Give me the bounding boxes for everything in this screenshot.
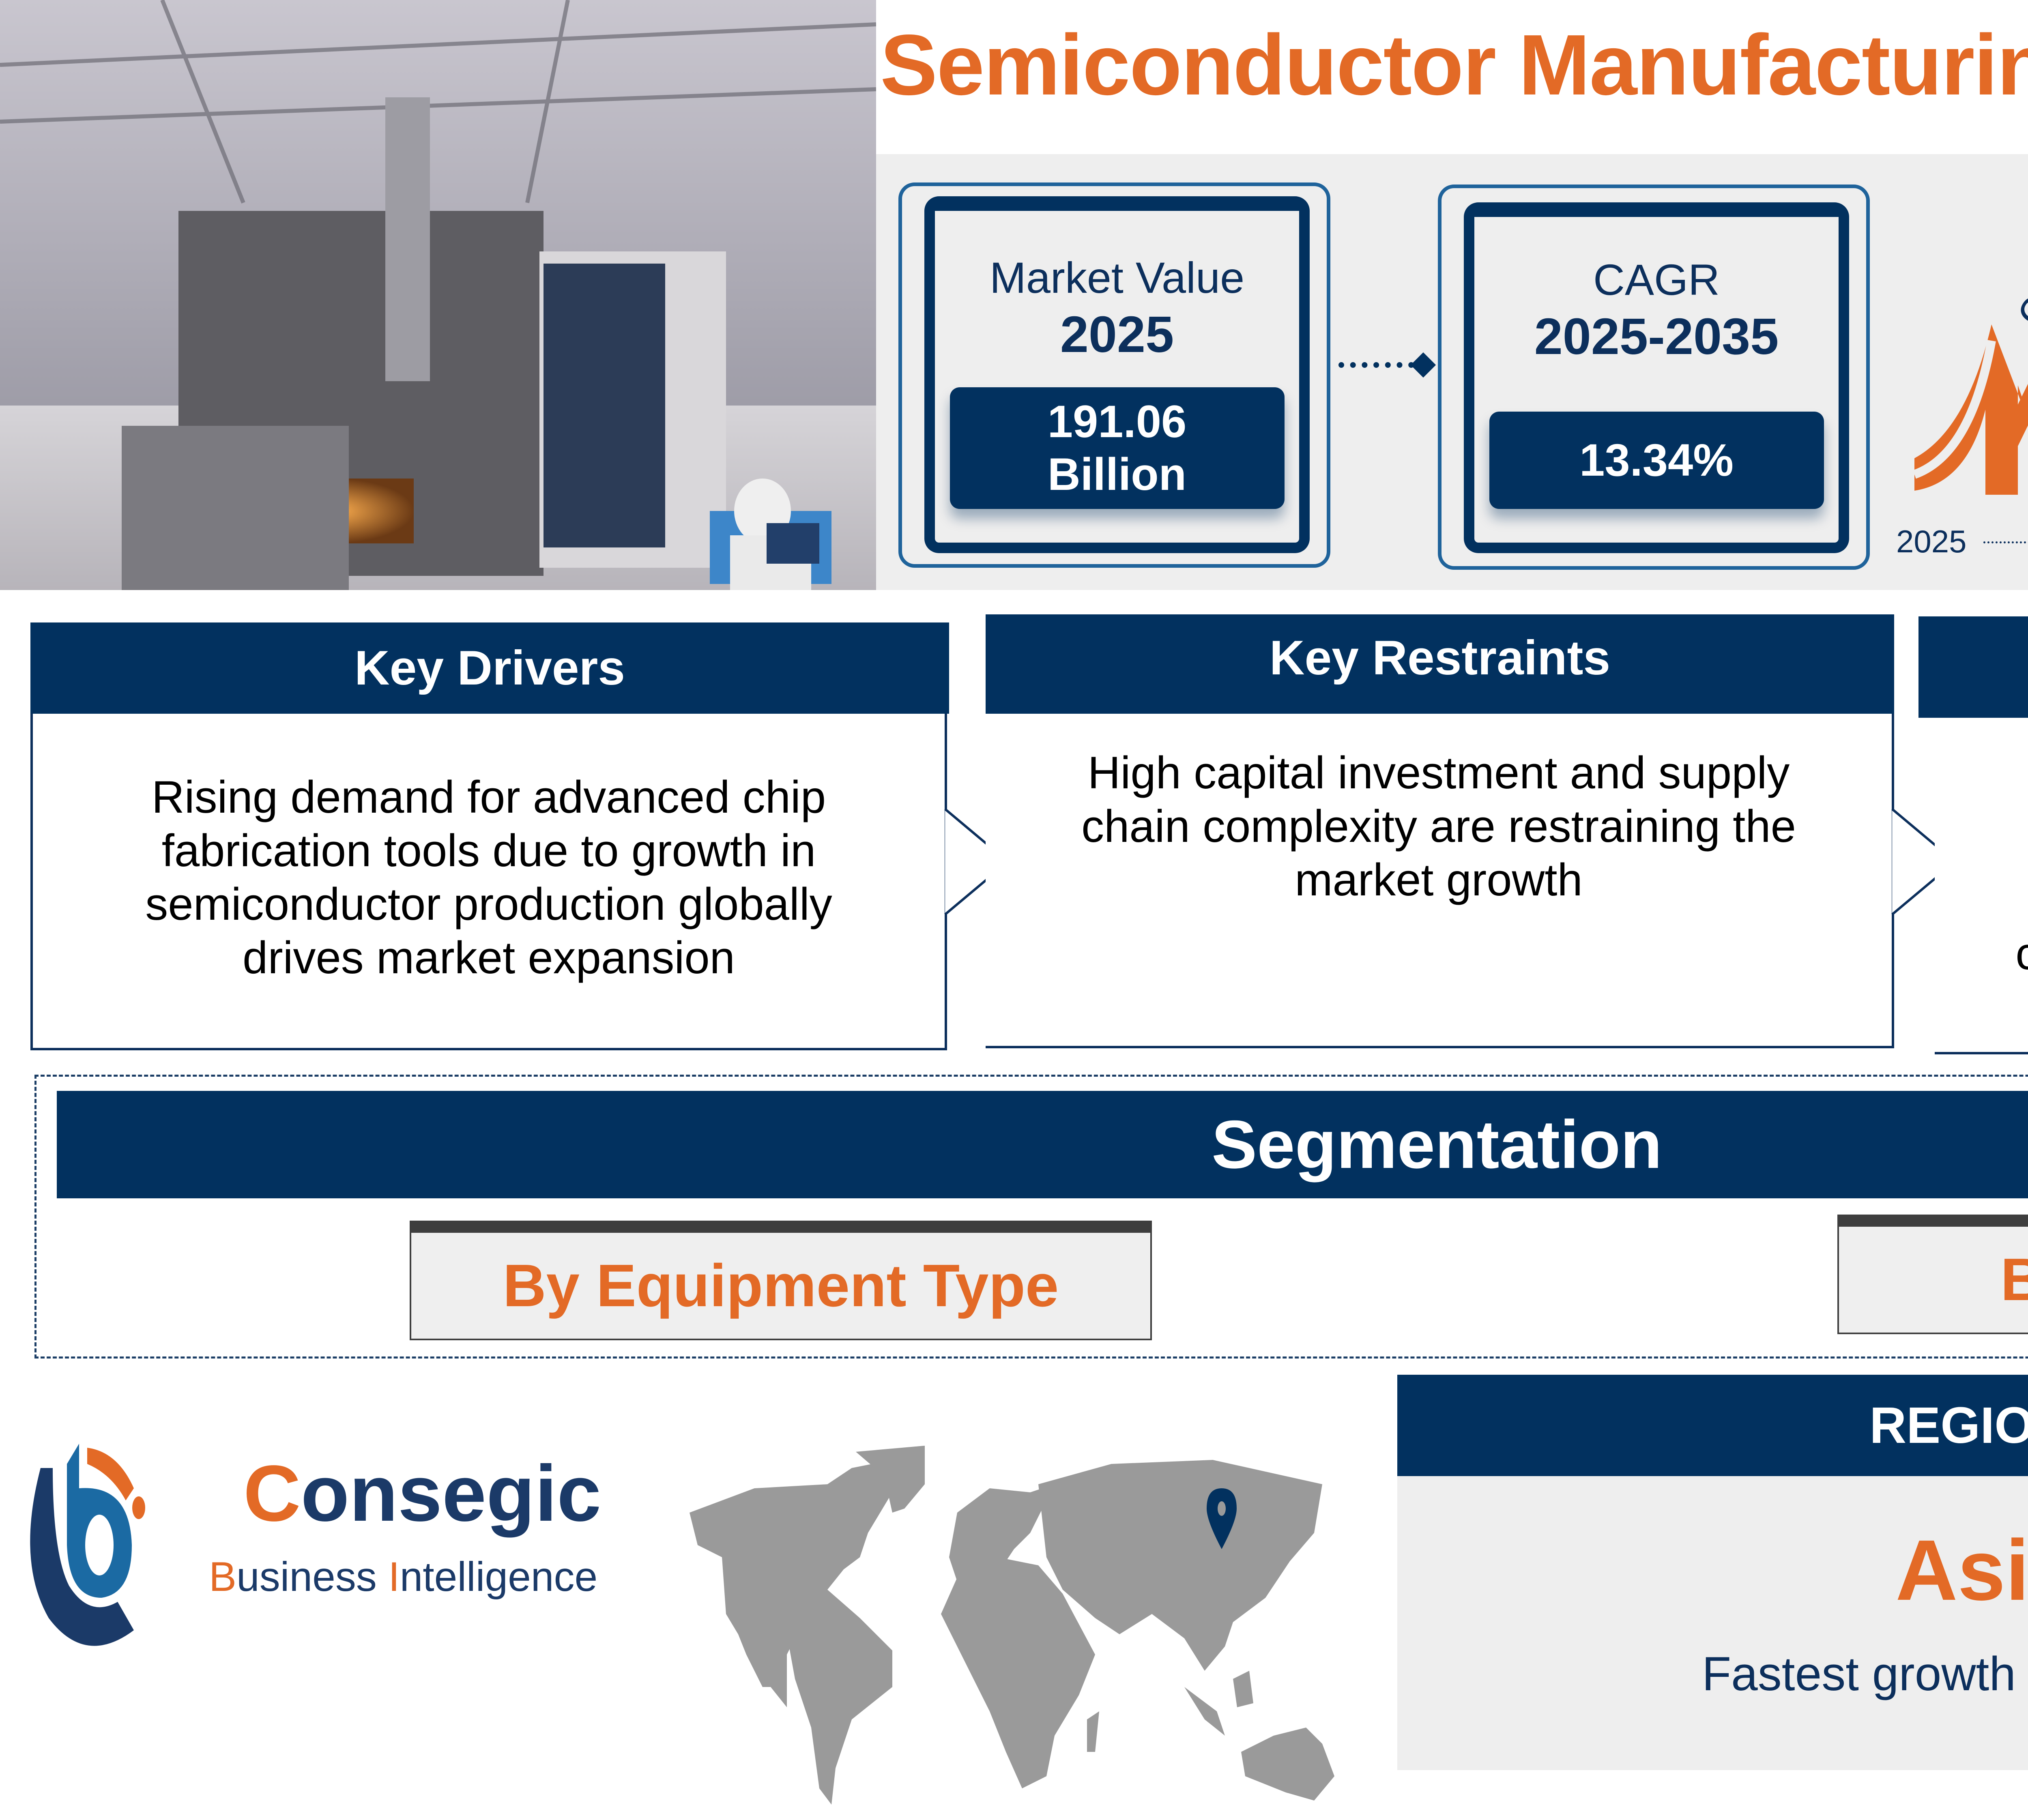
- key-restraints-panel: Key Restraints High capital investment a…: [986, 614, 1957, 1048]
- market-value-2025-amount: 191.06: [1047, 396, 1187, 447]
- regional-analysis-body: Asia Pacific Fastest growth during the f…: [1397, 1476, 2028, 1770]
- segment-by-equipment-type-button[interactable]: By Equipment Type: [410, 1221, 1152, 1340]
- future-opportunities-header: Future Opportunities: [1918, 616, 2028, 718]
- cagr-badge: 13.34%: [1489, 412, 1824, 509]
- consegic-logo-icon: [30, 1444, 145, 1646]
- cleanroom-photo-illustration: [0, 0, 876, 590]
- timeline-dots: [1983, 541, 2028, 543]
- cagr-label: CAGR: [1593, 255, 1720, 304]
- cagr-period: 2025-2035: [1534, 308, 1779, 365]
- growth-arrow-chart-icon: CAGR: [1913, 225, 2028, 495]
- brand-name: Consegic: [243, 1448, 601, 1539]
- segmentation-header: Segmentation: [57, 1091, 2028, 1198]
- tagline-business-rest: usiness: [236, 1554, 389, 1600]
- market-value-2025-year: 2025: [1060, 306, 1174, 363]
- brand-logo: Consegic Business Intelligence: [24, 1440, 612, 1650]
- region-name: Asia Pacific: [1895, 1522, 2028, 1618]
- world-map: [665, 1427, 1379, 1817]
- market-value-2025-badge: 191.06 Billion: [950, 387, 1285, 509]
- brand-name-rest: onsegic: [301, 1449, 602, 1538]
- key-restraints-header: Key Restraints: [986, 614, 1894, 714]
- tagline-initial-b: B: [209, 1554, 237, 1600]
- brand-name-initial: C: [243, 1449, 301, 1538]
- arrow-cagr-text: CAGR: [2009, 225, 2028, 333]
- key-drivers-header: Key Drivers: [30, 622, 949, 714]
- world-map-icon: [690, 1446, 1334, 1805]
- map-location-pin-icon: [1207, 1488, 1237, 1549]
- market-value-2025-unit: Billion: [1047, 449, 1187, 500]
- brand-tagline: Business Intelligence: [209, 1553, 597, 1601]
- future-opportunities-text: Establishment of High-NA EUV Lithography…: [1935, 718, 2028, 1054]
- market-value-2025-card: Market Value 2025 191.06 Billion: [898, 182, 1330, 568]
- key-restraints-text: High capital investment and supply chain…: [986, 714, 1894, 1048]
- cagr-card: CAGR 2025-2035 13.34%: [1438, 185, 1870, 570]
- growth-graphic: CAGR CAGR 13.34% 2025 2035: [1886, 219, 2028, 576]
- connector-dots: [1338, 362, 1426, 368]
- market-value-2025-label: Market Value: [989, 253, 1245, 302]
- tagline-initial-i: I: [388, 1554, 400, 1600]
- segment-by-application-button[interactable]: By Application: [1837, 1215, 2028, 1334]
- region-subtitle: Fastest growth during the forecast perio…: [1702, 1647, 2028, 1701]
- key-drivers-text: Rising demand for advanced chip fabricat…: [30, 714, 947, 1050]
- graphic-start-year: 2025: [1896, 524, 1967, 559]
- key-drivers-panel: Key Drivers Rising demand for advanced c…: [30, 622, 1010, 1050]
- tagline-intelligence-rest: ntelligence: [400, 1554, 598, 1600]
- segmentation-container: [34, 1075, 2028, 1359]
- future-opportunities-panel: Future Opportunities Establishment of Hi…: [1918, 616, 2028, 1054]
- page-title: Semiconductor Manufacturing Equipment Ma…: [880, 17, 2028, 113]
- regional-analysis-header: REGIONAL ANALYSIS: [1397, 1375, 2028, 1476]
- header-photo: [0, 0, 876, 590]
